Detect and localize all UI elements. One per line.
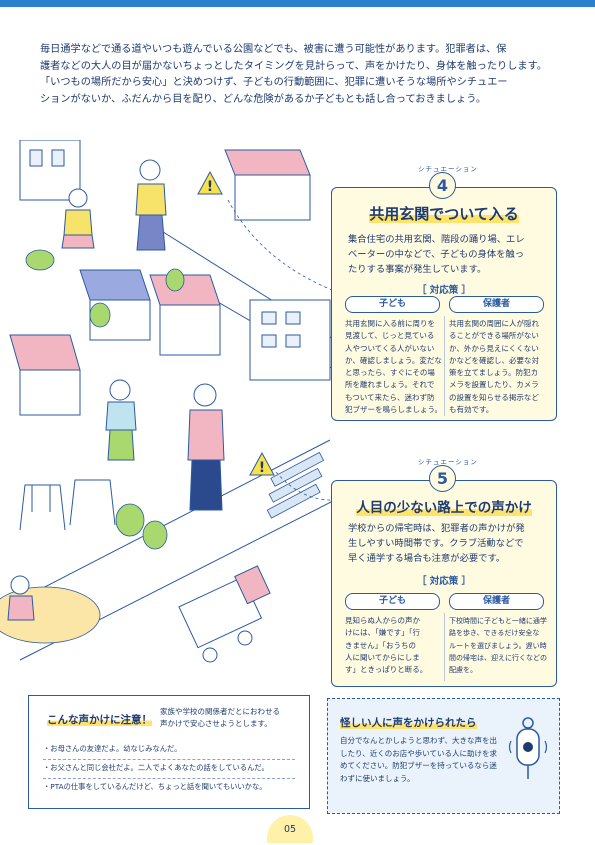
intro-line: 毎日通学などで通る道やいつも遊んでいる公園などでも、被害に遭う可能性があります。… <box>40 44 507 55</box>
intro-line: ションがないか、ふだんから目を配り、どんな危険があるか子どもとも話し合っておきま… <box>40 93 487 105</box>
child-label: 子ども <box>345 593 440 610</box>
warning-title: こんな声かけに注意！ <box>47 714 152 726</box>
measures-heading: ［ 対応策 ］ <box>416 576 472 587</box>
town-illustration: ! ! <box>0 140 335 685</box>
advice-text: 自分でなんとかしようと思わず、大きな声を出 したり、近くのお店や歩いている人に助… <box>340 736 497 783</box>
svg-text:!: ! <box>259 460 265 476</box>
parent-label: 保護者 <box>449 296 544 313</box>
warning-description: 家族や学校の関係者だとにおわせる 声かけで安心させようとします。 <box>160 707 280 728</box>
column-divider <box>444 613 445 681</box>
situation-description: 学校からの帰宅時は、犯罪者の声かけが発 生しやすい時間帯です。クラブ活動などで … <box>348 523 525 564</box>
divider <box>43 759 295 760</box>
child-measures-text: 見知らぬ人からの声か けには、「嫌です」「行 きません」「おうちの 人に聞いてか… <box>345 616 428 675</box>
intro-paragraph: 毎日通学などで通る道やいつも遊んでいる公園などでも、被害に遭う可能性があります。… <box>40 42 558 108</box>
page-number: 05 <box>267 815 313 843</box>
situation-number-badge: 4 <box>429 172 456 199</box>
situation-label: シチュエーション <box>418 165 478 173</box>
situation-description: 集合住宅の共用玄関、階段の踊り場、エレ ベーターの中などで、子どもの身体を触っ … <box>348 234 525 275</box>
situation-card-4: シチュエーション 4 共用玄関でついて入る 集合住宅の共用玄関、階段の踊り場、エ… <box>331 165 557 421</box>
advice-title: 怪しい人に声をかけられたら <box>340 717 477 729</box>
intro-line: 「いつもの場所だから安心」と決めつけず、子どもの行動範囲に、犯罪に遭いそうな場所… <box>40 77 508 88</box>
situation-number-badge: 5 <box>429 465 456 492</box>
divider <box>43 778 295 779</box>
parent-measures-text: 下校時間に子どもと一緒に通学 路を歩き、できるだけ安全な ルートを選びましょう。… <box>449 617 547 675</box>
child-measures-text: 共用玄関に入る前に周りを 見渡して、じっと見ている 人やついてくる人がいない か… <box>345 319 443 415</box>
situation-label: シチュエーション <box>418 458 478 466</box>
top-accent-bar <box>0 0 595 7</box>
warning-example: ・お母さんの友達だよ。幼なじみなんだ。 <box>43 744 182 753</box>
parent-measures-text: 共用玄関の周囲に人が隠れ ることができる場所がない か、外から見えにくくない か… <box>449 319 539 415</box>
intro-line: 護者などの大人の目が届かないちょっとしたタイミングを見計らって、声をかけたり、身… <box>40 60 547 72</box>
measures-heading: ［ 対応策 ］ <box>416 285 472 296</box>
advice-box: 怪しい人に声をかけられたら 自分でなんとかしようと思わず、大きな声を出 したり、… <box>327 698 560 814</box>
warning-example: ・PTAの仕事をしているんだけど、ちょっと話を聞いてもいいかな。 <box>43 782 267 791</box>
child-label: 子ども <box>345 296 440 313</box>
warning-example: ・お父さんと同じ会社だよ。二人でよくあなたの話をしているんだ。 <box>43 763 269 772</box>
warning-sign-icon: ! <box>249 451 275 476</box>
svg-text:!: ! <box>207 179 213 195</box>
warning-sign-icon: ! <box>197 170 223 195</box>
buzzer-icon <box>508 717 548 779</box>
situation-title: 人目の少ない路上での声かけ <box>356 500 532 516</box>
situation-title: 共用玄関でついて入る <box>369 205 519 223</box>
warning-box: こんな声かけに注意！ 家族や学校の関係者だとにおわせる 声かけで安心させようとし… <box>28 695 310 809</box>
situation-card-5: シチュエーション 5 人目の少ない路上での声かけ 学校からの帰宅時は、犯罪者の声… <box>331 458 557 687</box>
parent-label: 保護者 <box>449 593 544 610</box>
column-divider <box>444 316 445 416</box>
